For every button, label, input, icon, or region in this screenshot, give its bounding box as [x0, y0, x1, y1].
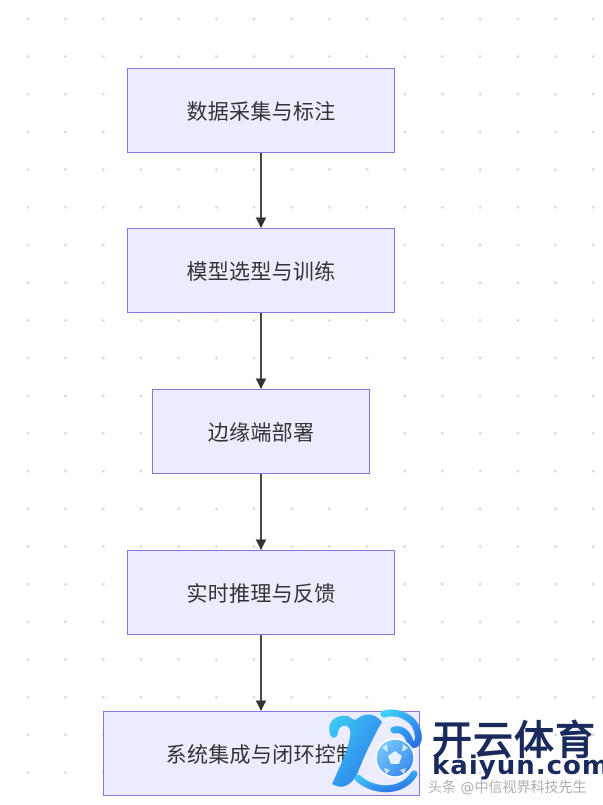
node-label: 数据采集与标注: [186, 99, 336, 124]
node-realtime-inference[interactable]: 实时推理与反馈: [127, 550, 395, 635]
node-label: 模型选型与训练: [186, 259, 336, 284]
node-label: 系统集成与闭环控制: [165, 742, 358, 767]
watermark-brand: 开云体育: [432, 718, 596, 764]
watermark-domain: kaiyun.com: [432, 751, 603, 781]
node-label: 边缘端部署: [207, 420, 315, 445]
node-model-training[interactable]: 模型选型与训练: [127, 228, 395, 313]
soccer-ball-logo-icon: [329, 709, 422, 793]
node-label: 实时推理与反馈: [186, 581, 336, 606]
watermark-credit: 头条 @中信视界科技先生: [428, 780, 587, 796]
node-edge-deployment[interactable]: 边缘端部署: [152, 389, 370, 474]
node-data-collection[interactable]: 数据采集与标注: [127, 68, 395, 153]
